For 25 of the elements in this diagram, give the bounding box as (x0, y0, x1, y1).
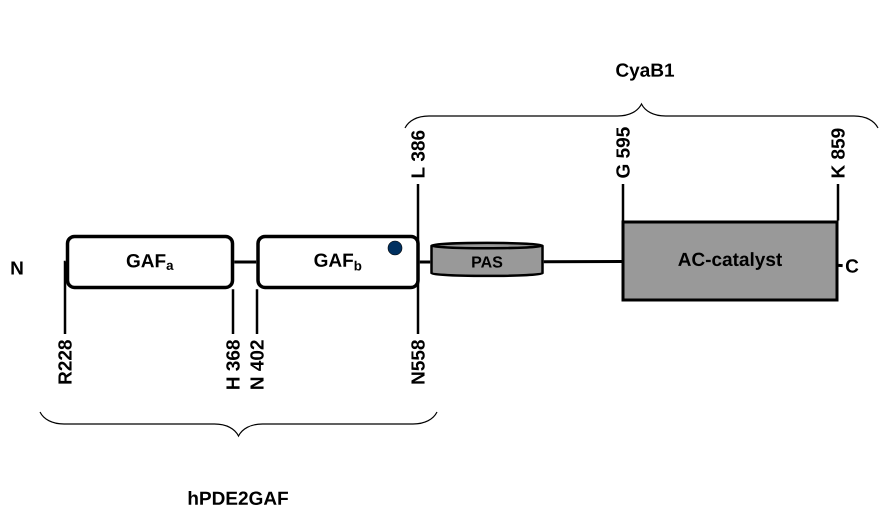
linker-line (544, 260, 622, 264)
protein-name: CyaB1 (616, 63, 674, 81)
residue-label: H 368 (226, 340, 240, 389)
residue-tick (416, 184, 420, 334)
linker-line (420, 260, 430, 264)
residue-label: N 402 (250, 340, 264, 389)
terminus-label: N (11, 261, 23, 275)
residue-tick (256, 289, 258, 334)
protein-name: hPDE2GAF (188, 491, 288, 505)
linker-line (838, 264, 843, 268)
residue-tick (232, 289, 234, 334)
residue-tick (622, 184, 624, 220)
terminus-label: C (846, 259, 858, 273)
residue-label: K 859 (831, 128, 845, 178)
residue-tick (64, 260, 67, 334)
residue-label: N558 (411, 340, 425, 384)
domain-box: GAF$_{b}$ (256, 234, 420, 290)
domain-cylinder: PAS (430, 242, 544, 278)
residue-label: R228 (58, 340, 72, 384)
residue-label: L 386 (411, 130, 425, 178)
linker-line (234, 260, 256, 264)
residue-tick (836, 184, 840, 220)
residue-label: G 595 (616, 127, 630, 178)
domain-box: GAF$_{a}$ (66, 234, 234, 290)
domain-box: AC-catalyst (622, 220, 838, 302)
